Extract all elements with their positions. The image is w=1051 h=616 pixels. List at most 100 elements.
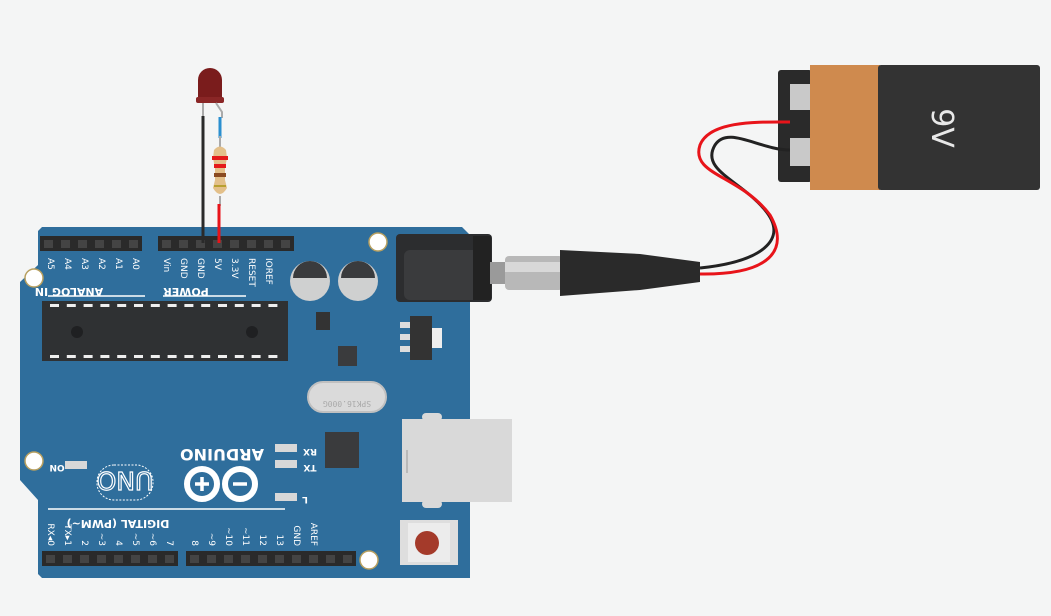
header-pin[interactable] (114, 555, 123, 563)
power-title: POWER (163, 285, 209, 298)
resistor[interactable] (212, 136, 228, 206)
pin-label: GND (195, 258, 205, 279)
pin-label: A0 (130, 258, 140, 270)
reset-button[interactable] (400, 520, 458, 565)
header-pin[interactable] (281, 240, 290, 248)
l-led (275, 493, 297, 501)
pin-label: 7 (164, 540, 174, 546)
pin-label: ~6 (147, 533, 157, 547)
dc-power-jack (396, 234, 492, 302)
pin-label: A4 (62, 258, 72, 270)
header-pin[interactable] (61, 240, 70, 248)
pin-label: ~3 (96, 533, 106, 546)
svg-text:SPK16.000G: SPK16.000G (323, 399, 371, 408)
pin-label: RESET (246, 258, 256, 287)
header-pin[interactable] (112, 240, 121, 248)
mounting-hole (24, 268, 44, 288)
battery-label: 9V (924, 108, 959, 148)
header-pin[interactable] (148, 555, 157, 563)
pin-label: 12 (257, 535, 267, 546)
header-pin[interactable] (97, 555, 106, 563)
pin-label: A2 (96, 258, 106, 270)
transistor (316, 312, 330, 330)
rx-led (275, 444, 297, 452)
wire-black-battery[interactable] (699, 135, 791, 270)
header-pin[interactable] (224, 555, 233, 563)
pin-label: 4 (113, 540, 123, 546)
wire-red-battery[interactable] (697, 120, 791, 276)
pin-label: 8 (189, 540, 199, 546)
pin-label: TX▸1 (62, 523, 72, 546)
header-pin[interactable] (292, 555, 301, 563)
red-led[interactable] (196, 68, 224, 118)
uno-badge (96, 464, 154, 501)
header-pin[interactable] (78, 240, 87, 248)
header-pin[interactable] (207, 555, 216, 563)
header-pin[interactable] (179, 240, 188, 248)
analog-in-title: ANALOG IN (35, 285, 103, 298)
arduino-logo (184, 466, 258, 502)
header-pin[interactable] (241, 555, 250, 563)
header-pin[interactable] (80, 555, 89, 563)
header-pin[interactable] (129, 240, 138, 248)
tx-led (275, 460, 297, 468)
ic-small (338, 346, 357, 366)
on-led (65, 461, 87, 469)
pin-label: GND (178, 258, 188, 279)
header-pin[interactable] (213, 240, 222, 248)
header-pin[interactable] (343, 555, 352, 563)
digital-header-right (186, 551, 356, 566)
header-pin[interactable] (190, 555, 199, 563)
dc-barrel-plug[interactable] (490, 250, 700, 296)
l-label: L (302, 494, 308, 504)
header-pin[interactable] (258, 555, 267, 563)
digital-title: DIGITAL (PWM~) (67, 517, 170, 530)
battery-terminal-negative (790, 138, 812, 166)
pin-label: A3 (79, 258, 89, 270)
rx-label: RX (303, 446, 317, 456)
arduino-brand: ARDUINO (180, 445, 264, 464)
digital-header-left (42, 551, 178, 566)
header-pin[interactable] (326, 555, 335, 563)
pin-label: RX◂0 (45, 523, 55, 546)
header-pin[interactable] (230, 240, 239, 248)
pin-label: 5V (212, 258, 222, 271)
pin-label: 2 (79, 540, 89, 546)
uno-model: UNO (97, 466, 154, 495)
header-pin[interactable] (309, 555, 318, 563)
header-pin[interactable] (63, 555, 72, 563)
on-label: ON (49, 462, 64, 472)
power-header (158, 236, 294, 251)
pin-label: ~5 (130, 533, 140, 546)
usb-interface-chip (325, 432, 359, 468)
pin-label: Vin (161, 258, 171, 272)
microcontroller-chip (42, 301, 288, 361)
battery-9v[interactable]: 9V (778, 65, 1040, 190)
pin-label: IOREF (263, 258, 273, 285)
header-pin[interactable] (131, 555, 140, 563)
pin-label: GND (291, 525, 301, 546)
pin-label: A5 (45, 258, 55, 270)
crystal: SPK16.000G (307, 381, 387, 413)
header-pin[interactable] (264, 240, 273, 248)
mounting-hole (24, 451, 44, 471)
header-pin[interactable] (95, 240, 104, 248)
header-pin[interactable] (275, 555, 284, 563)
mounting-hole (368, 232, 388, 252)
usb-port (402, 413, 512, 508)
header-pin[interactable] (46, 555, 55, 563)
pin-label: 13 (274, 535, 284, 546)
header-pin[interactable] (165, 555, 174, 563)
tx-label: TX (303, 462, 316, 472)
analog-header (40, 236, 142, 251)
header-pin[interactable] (44, 240, 53, 248)
header-pin[interactable] (247, 240, 256, 248)
header-pin[interactable] (162, 240, 171, 248)
header-pin[interactable] (196, 240, 205, 248)
pin-label: ~10 (223, 527, 233, 546)
mounting-hole (359, 550, 379, 570)
pin-label: ~11 (240, 527, 250, 546)
pin-label: ~9 (206, 533, 216, 547)
